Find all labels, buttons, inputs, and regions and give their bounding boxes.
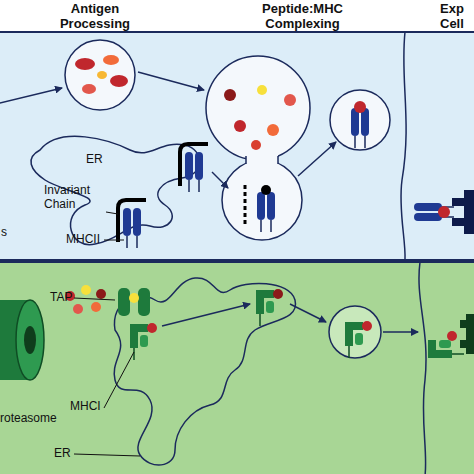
proteasome — [0, 300, 44, 380]
transport-arrow — [138, 72, 204, 90]
part-label: ER — [54, 447, 71, 461]
column-heading: Antigen Processing — [40, 2, 150, 32]
tap-transporter — [118, 288, 150, 316]
part-label: MHCI — [70, 400, 101, 414]
mhc1-molecules — [130, 289, 283, 360]
part-label: ER — [86, 153, 103, 167]
transport-arrow — [298, 142, 336, 176]
er-membrane — [31, 136, 200, 244]
part-label: roteasome — [0, 412, 57, 426]
column-heading: Exp Cell — [440, 2, 474, 32]
uptake-arrow — [0, 88, 62, 104]
part-label: s — [1, 226, 7, 240]
transport-arrow — [290, 304, 326, 322]
mhc2-panel — [0, 32, 474, 260]
export-vesicle — [330, 90, 390, 150]
mhc2-invariant — [118, 144, 208, 248]
transport-arrow — [212, 172, 228, 188]
processing-vesicle — [206, 56, 310, 240]
surface-mhc2-tcr — [414, 190, 474, 234]
leader-lines — [74, 212, 140, 456]
column-heading: Peptide:MHC Complexing — [250, 2, 355, 32]
transport-arrow — [383, 331, 418, 333]
transport-arrow — [162, 304, 250, 326]
mhc1-panel — [0, 262, 474, 474]
er-membrane — [114, 278, 295, 465]
export-vesicle — [329, 306, 381, 358]
cell-membrane — [401, 32, 406, 260]
part-label: TAP — [50, 291, 72, 305]
surface-mhc1-tcr — [428, 314, 474, 358]
cell-membrane — [419, 262, 426, 474]
endosome — [65, 40, 135, 110]
part-label: MHCII — [66, 233, 100, 247]
part-label: Invariant Chain — [44, 184, 106, 212]
